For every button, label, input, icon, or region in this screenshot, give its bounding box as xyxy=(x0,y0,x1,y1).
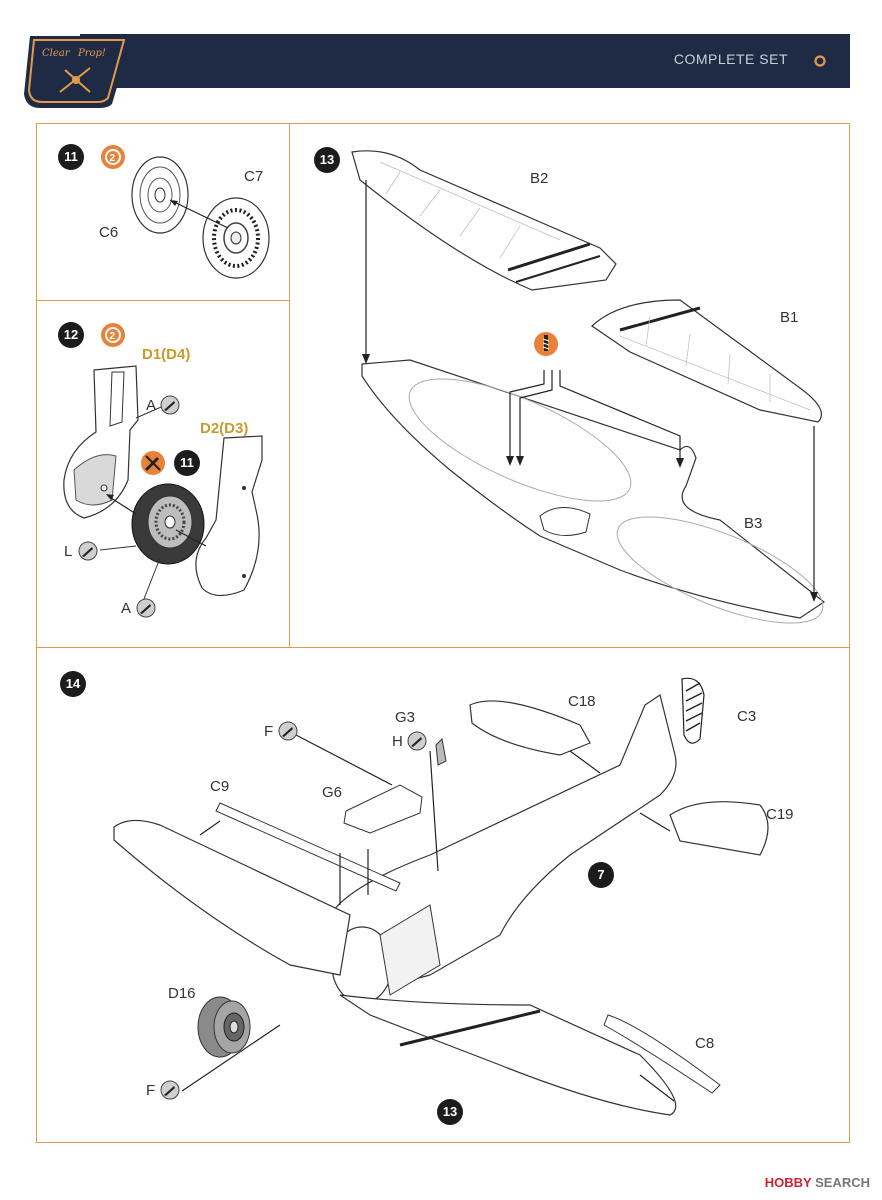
point-h-icon xyxy=(407,731,427,751)
wing-assembly-drawing xyxy=(351,150,826,624)
label-f-top: F xyxy=(264,723,274,740)
label-c9: C9 xyxy=(210,778,230,795)
label-b1: B1 xyxy=(780,309,799,326)
step-11-reference: 11 xyxy=(174,450,200,476)
step-11-number: 11 xyxy=(58,144,84,170)
brand-logo: Clear Prop! xyxy=(24,36,132,108)
label-a-bottom: A xyxy=(121,600,132,617)
label-c6: C6 xyxy=(99,224,119,241)
label-h: H xyxy=(392,733,403,750)
label-d2-d3: D2(D3) xyxy=(200,420,249,437)
watermark: HOBBY SEARCH xyxy=(765,1175,870,1190)
point-a-icon xyxy=(136,598,156,618)
point-a-icon xyxy=(160,395,180,415)
label-b2: B2 xyxy=(530,170,549,187)
step-12-number: 12 xyxy=(58,322,84,348)
svg-text:2: 2 xyxy=(110,153,116,164)
logo-text-1: Clear xyxy=(42,48,71,59)
label-c7: C7 xyxy=(244,168,264,185)
label-g6: G6 xyxy=(322,784,343,801)
label-b3: B3 xyxy=(744,515,763,532)
step-7-reference: 7 xyxy=(588,862,614,888)
point-f-icon xyxy=(278,721,298,741)
label-f-bottom: F xyxy=(146,1082,156,1099)
point-f-icon xyxy=(160,1080,180,1100)
page-header: Clear Prop! COMPLETE SET xyxy=(20,34,850,108)
aircraft-assembly-drawing xyxy=(113,677,769,1116)
glue-icon: 2 xyxy=(101,323,125,347)
watermark-brand-2: SEARCH xyxy=(815,1175,870,1190)
landing-gear-drawing xyxy=(63,365,263,605)
wheel-hub-c6-drawing xyxy=(131,156,270,279)
step-13-reference: 13 xyxy=(437,1099,463,1125)
label-g3: G3 xyxy=(395,709,416,726)
glue-icon: 2 xyxy=(101,145,125,169)
header-title: COMPLETE SET xyxy=(673,51,788,67)
label-c19: C19 xyxy=(766,806,794,823)
point-l-icon xyxy=(78,541,98,561)
label-c18: C18 xyxy=(568,693,596,710)
label-c8: C8 xyxy=(695,1035,715,1052)
step-13-number: 13 xyxy=(314,147,340,173)
step-14-number: 14 xyxy=(60,671,86,697)
label-a-top: A xyxy=(146,397,157,414)
no-glue-icon xyxy=(141,451,165,475)
watermark-brand: HOBBY xyxy=(764,1175,812,1190)
logo-text-2: Prop! xyxy=(77,48,106,59)
label-c3: C3 xyxy=(737,708,757,725)
drill-icon xyxy=(534,332,558,356)
label-l: L xyxy=(64,543,73,560)
label-d1-d4: D1(D4) xyxy=(142,346,191,363)
label-d16: D16 xyxy=(168,985,196,1002)
svg-text:2: 2 xyxy=(110,331,116,342)
header-bar xyxy=(80,34,850,88)
step-14-frame xyxy=(36,647,850,1143)
header-dot-icon xyxy=(814,55,826,67)
